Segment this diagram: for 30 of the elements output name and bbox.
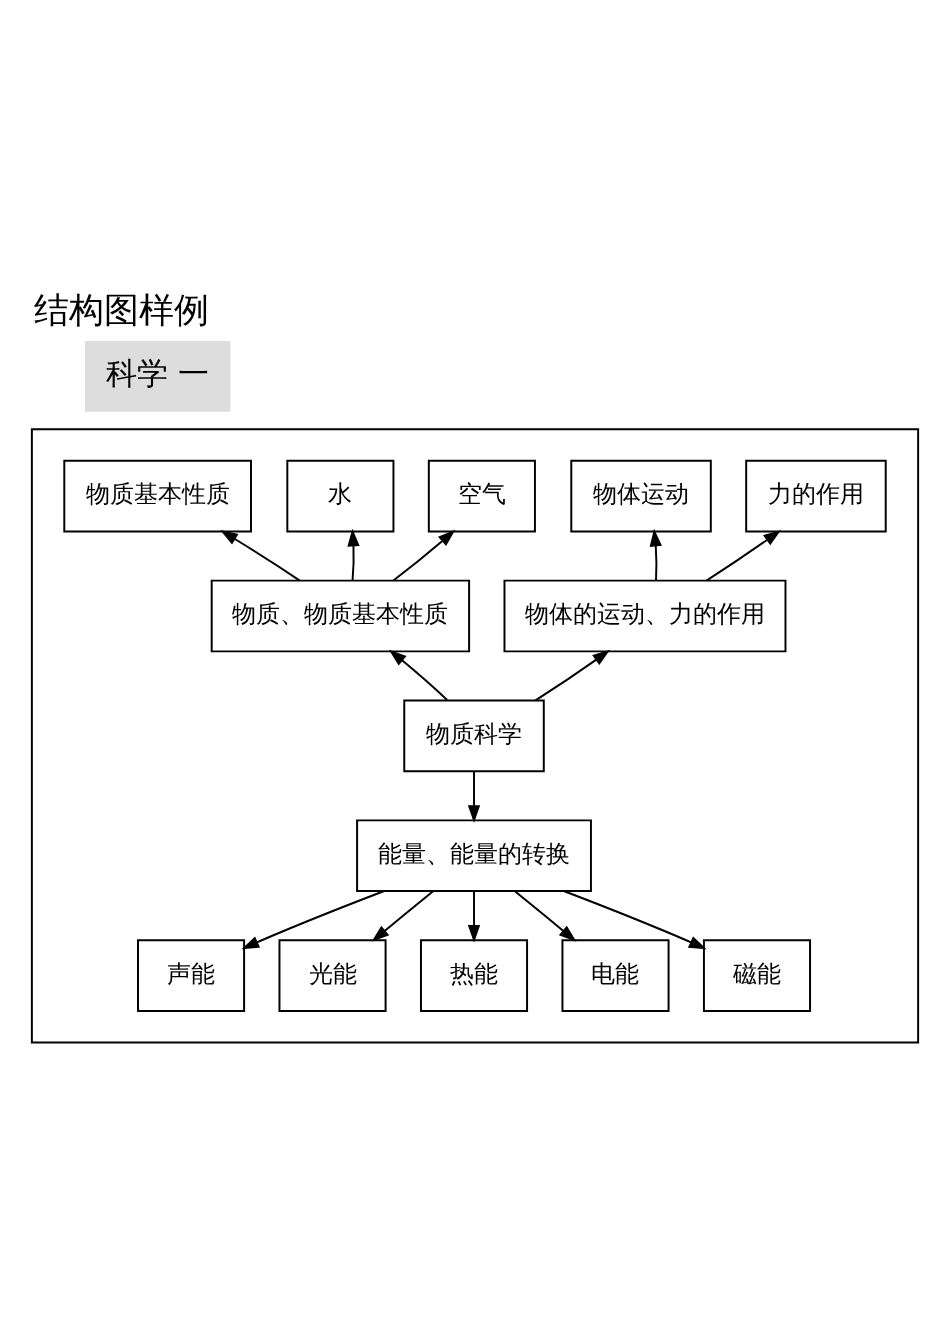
node-box: 声能: [137, 939, 246, 1012]
arrow: [534, 649, 611, 702]
node-box: 物质基本性质: [63, 459, 252, 533]
node-box: 热能: [419, 939, 529, 1012]
arrow: [513, 890, 577, 942]
node-box: 空气: [427, 459, 536, 533]
node-box: 物体的运动、力的作用: [503, 579, 787, 653]
node-box: 物体运动: [570, 459, 712, 533]
arrow: [347, 528, 360, 582]
arrow: [241, 890, 385, 950]
arrow: [392, 529, 456, 582]
node-box: 物质科学: [403, 699, 545, 773]
node-box: 磁能: [702, 939, 812, 1012]
arrow: [467, 890, 481, 943]
diagram-title: 结构图样例: [33, 289, 209, 331]
arrow: [649, 528, 662, 582]
node-box: 能量、能量的转换: [356, 819, 592, 893]
node-box: 光能: [278, 939, 387, 1012]
arrow: [563, 890, 707, 950]
node-box: 水: [286, 459, 395, 533]
node-box: 电能: [561, 939, 670, 1012]
node-box: 物质、物质基本性质: [210, 579, 471, 653]
arrow: [220, 530, 301, 582]
node-box: 力的作用: [745, 459, 887, 533]
cluster: [30, 428, 920, 1044]
arrow: [388, 649, 449, 702]
arrow: [371, 890, 435, 942]
label: 科学 一: [106, 354, 210, 391]
arrow: [705, 529, 782, 582]
arrow: [467, 770, 481, 823]
